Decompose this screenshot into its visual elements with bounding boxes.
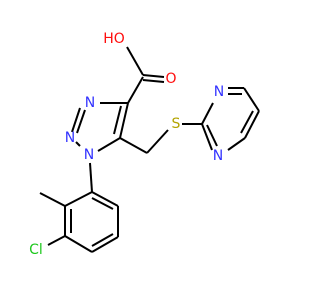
bond-c5-c4-a (244, 110, 260, 139)
atom-label-chlorine: Cl (29, 242, 43, 258)
bond-c-oh (126, 46, 144, 76)
bond-n1-aryl (89, 162, 93, 193)
bond-ar6-ar1-b (91, 197, 114, 210)
bond-c5-c4-b (113, 105, 122, 135)
atom-label-pyrimidine-n-top: N (214, 84, 224, 100)
atom-label-thioether-sulfur: S (172, 116, 181, 132)
bond-ar4-ar5-b (91, 233, 114, 247)
bond-c5-c4-a (119, 102, 129, 139)
bond-ar6-ar1-a (91, 191, 119, 207)
bond-n3-c2-b (206, 124, 218, 147)
atom-label-carbonyl-oxygen: O (165, 71, 176, 87)
bond-n2-n1 (75, 141, 81, 147)
pyrimidine-ring-bonds (201, 87, 260, 151)
bond-ar2-methyl (39, 192, 66, 207)
bond-c-o-double-b (142, 79, 165, 83)
bond-ar1-ar2 (64, 191, 93, 207)
bond-c4-cooh (127, 76, 144, 104)
bond-c5-ch2 (119, 137, 148, 154)
bond-c2-n1 (201, 102, 214, 125)
triazole-ring-bonds (71, 102, 129, 152)
bond-ar3-cl (47, 235, 66, 246)
atom-label-hydroxyl: HO (103, 31, 125, 47)
bond-n3-n2-a (71, 107, 81, 133)
bond-c4-n3 (227, 137, 246, 151)
bond-n3-c2-a (201, 123, 213, 151)
thioether-linker-bonds (119, 123, 202, 154)
bond-n1-c5 (97, 137, 121, 152)
atom-label-triazole-n3: N (85, 95, 95, 111)
bond-c5-c4-b (240, 110, 254, 134)
carboxylic-acid-bonds (126, 46, 165, 104)
bond-ar4-ar5-a (91, 236, 119, 253)
bond-ch2-s (146, 129, 169, 154)
bond-n3-n2-b (76, 109, 86, 134)
chemical-structure: HO O N N N S N N Cl (29, 31, 260, 258)
atom-label-triazole-n2: N (65, 130, 75, 146)
atom-label-triazole-n1: N (84, 147, 94, 163)
bond-ar3-ar4 (64, 235, 93, 253)
atom-label-pyrimidine-n-bottom: N (213, 148, 223, 164)
bond-c-o-double-a (142, 74, 165, 78)
bond-c6-c5 (243, 87, 260, 112)
chlorotolyl-ring-bonds (39, 162, 119, 253)
